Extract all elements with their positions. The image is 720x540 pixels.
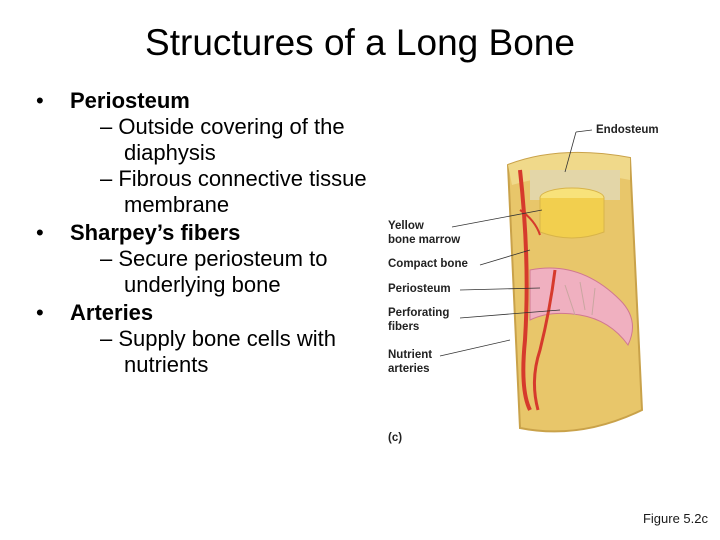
- bullet-label: Sharpey’s fibers: [70, 220, 241, 245]
- sub-bullet: – Fibrous connective tissue membrane: [100, 166, 367, 217]
- nutrient-artery-mid: [533, 269, 557, 411]
- nutrient-artery-left: [518, 169, 532, 411]
- bone-diagram: [439, 129, 644, 433]
- yellow-marrow: [539, 198, 605, 239]
- label-perforating-2: fibers: [388, 321, 420, 333]
- label-endosteum: Endosteum: [596, 124, 659, 136]
- sub-bullet: – Supply bone cells with nutrients: [100, 326, 337, 377]
- sub-bullet: – Secure periosteum to underlying bone: [100, 246, 328, 297]
- bullet-label: Arteries: [70, 300, 154, 325]
- bullet-dot: •: [36, 300, 44, 325]
- slide-title: Structures of a Long Bone: [145, 22, 575, 63]
- bullet-list: • Periosteum – Outside covering of the d…: [36, 86, 376, 378]
- bullet-periosteum: • Periosteum: [36, 88, 376, 114]
- figure-caption: Figure 5.2c: [642, 511, 708, 526]
- periosteum-flap: [529, 267, 633, 346]
- bullet-sharpeys-fibers: • Sharpey’s fibers: [36, 220, 376, 246]
- label-panel-c: (c): [388, 432, 403, 444]
- bullet-dot: •: [36, 88, 44, 113]
- sub-bullet: – Outside covering of the diaphysis: [100, 114, 345, 165]
- bullet-arteries: • Arteries: [36, 300, 376, 326]
- label-yellow-marrow-2: bone marrow: [388, 234, 461, 246]
- label-compact-bone: Compact bone: [388, 258, 468, 270]
- label-periosteum: Periosteum: [388, 283, 451, 295]
- perforating-fibers: [564, 281, 596, 316]
- label-nutrient-2: arteries: [388, 363, 430, 375]
- bullet-dot: •: [36, 220, 44, 245]
- label-nutrient-1: Nutrient: [388, 349, 433, 361]
- label-perforating-1: Perforating: [388, 307, 450, 319]
- bullet-label: Periosteum: [70, 88, 190, 113]
- long-bone-illustration: Endosteum Yellow bone marrow Compact bon…: [380, 110, 700, 470]
- label-yellow-marrow-1: Yellow: [388, 220, 424, 232]
- artery-branch: [519, 209, 541, 236]
